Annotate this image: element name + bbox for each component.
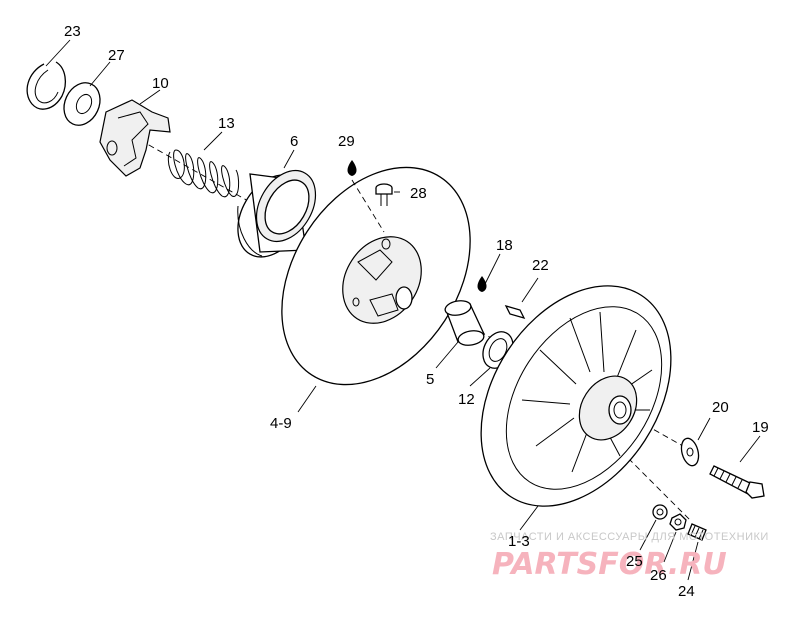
label-part-12: 12 (458, 391, 475, 408)
label-part-28: 28 (410, 185, 427, 202)
label-part-13: 13 (218, 115, 235, 132)
part-4-9-movable-sheave[interactable] (243, 132, 509, 419)
part-10-cam[interactable] (99, 99, 171, 177)
part-5-sleeve[interactable] (444, 299, 485, 347)
part-25-washer[interactable] (652, 504, 668, 520)
label-part-10: 10 (152, 75, 169, 92)
part-13-spring[interactable] (167, 149, 240, 198)
part-19-bolt[interactable] (709, 465, 765, 499)
label-part-25: 25 (626, 553, 643, 570)
label-part-18: 18 (496, 237, 513, 254)
label-part-27: 27 (108, 47, 125, 64)
label-part-5: 5 (426, 371, 434, 388)
label-part-23: 23 (64, 23, 81, 40)
label-part-26: 26 (650, 567, 667, 584)
part-22-key[interactable] (504, 304, 526, 320)
part-23-retaining-ring[interactable] (26, 61, 67, 110)
leader-lines (45, 39, 761, 581)
label-part-1-3: 1-3 (508, 533, 530, 550)
part-27-washer[interactable] (57, 77, 106, 131)
part-18-grease-drop-icon (477, 276, 487, 292)
part-28-bolt[interactable] (375, 183, 393, 206)
label-part-19: 19 (752, 419, 769, 436)
label-part-4-9: 4-9 (270, 415, 292, 432)
part-24-screw[interactable] (687, 523, 707, 541)
part-26-nut[interactable] (669, 513, 687, 531)
part-1-3-fixed-sheave[interactable] (442, 251, 710, 542)
label-part-29: 29 (338, 133, 355, 150)
part-20-washer[interactable] (679, 436, 702, 467)
label-part-6: 6 (290, 133, 298, 150)
part-29-grease-drop-icon (347, 160, 385, 233)
label-part-20: 20 (712, 399, 729, 416)
watermark-brand: PARTSFOR.RU (492, 547, 727, 582)
label-part-24: 24 (678, 583, 695, 600)
part-6-bushing[interactable] (224, 160, 327, 269)
watermark-tagline: ЗАПЧАСТИ И АКСЕССУАРЫ ДЛЯ МОТОТЕХНИКИ (490, 531, 769, 543)
label-part-22: 22 (532, 257, 549, 274)
